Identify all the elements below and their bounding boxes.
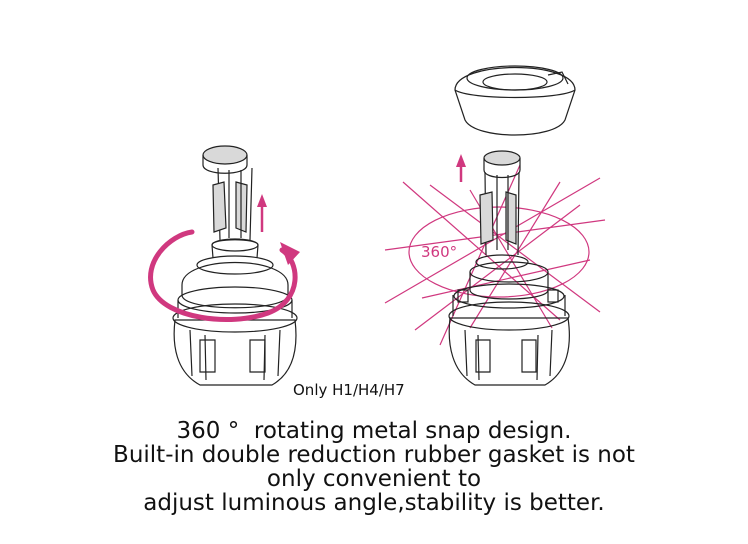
description-line-4: adjust luminous angle,stability is bette… bbox=[143, 490, 605, 516]
description-line-1: 360 ° rotating metal snap design. bbox=[176, 418, 572, 444]
models-note: Only H1/H4/H7 bbox=[293, 381, 405, 399]
rotation-angle-label: 360° bbox=[421, 243, 458, 261]
right-bulb bbox=[384, 65, 606, 386]
left-bulb bbox=[148, 145, 300, 386]
description-line-2: Built-in double reduction rubber gasket … bbox=[113, 442, 635, 468]
headlight-bulb-illustration bbox=[148, 65, 606, 386]
description-line-3: only convenient to bbox=[266, 466, 482, 492]
